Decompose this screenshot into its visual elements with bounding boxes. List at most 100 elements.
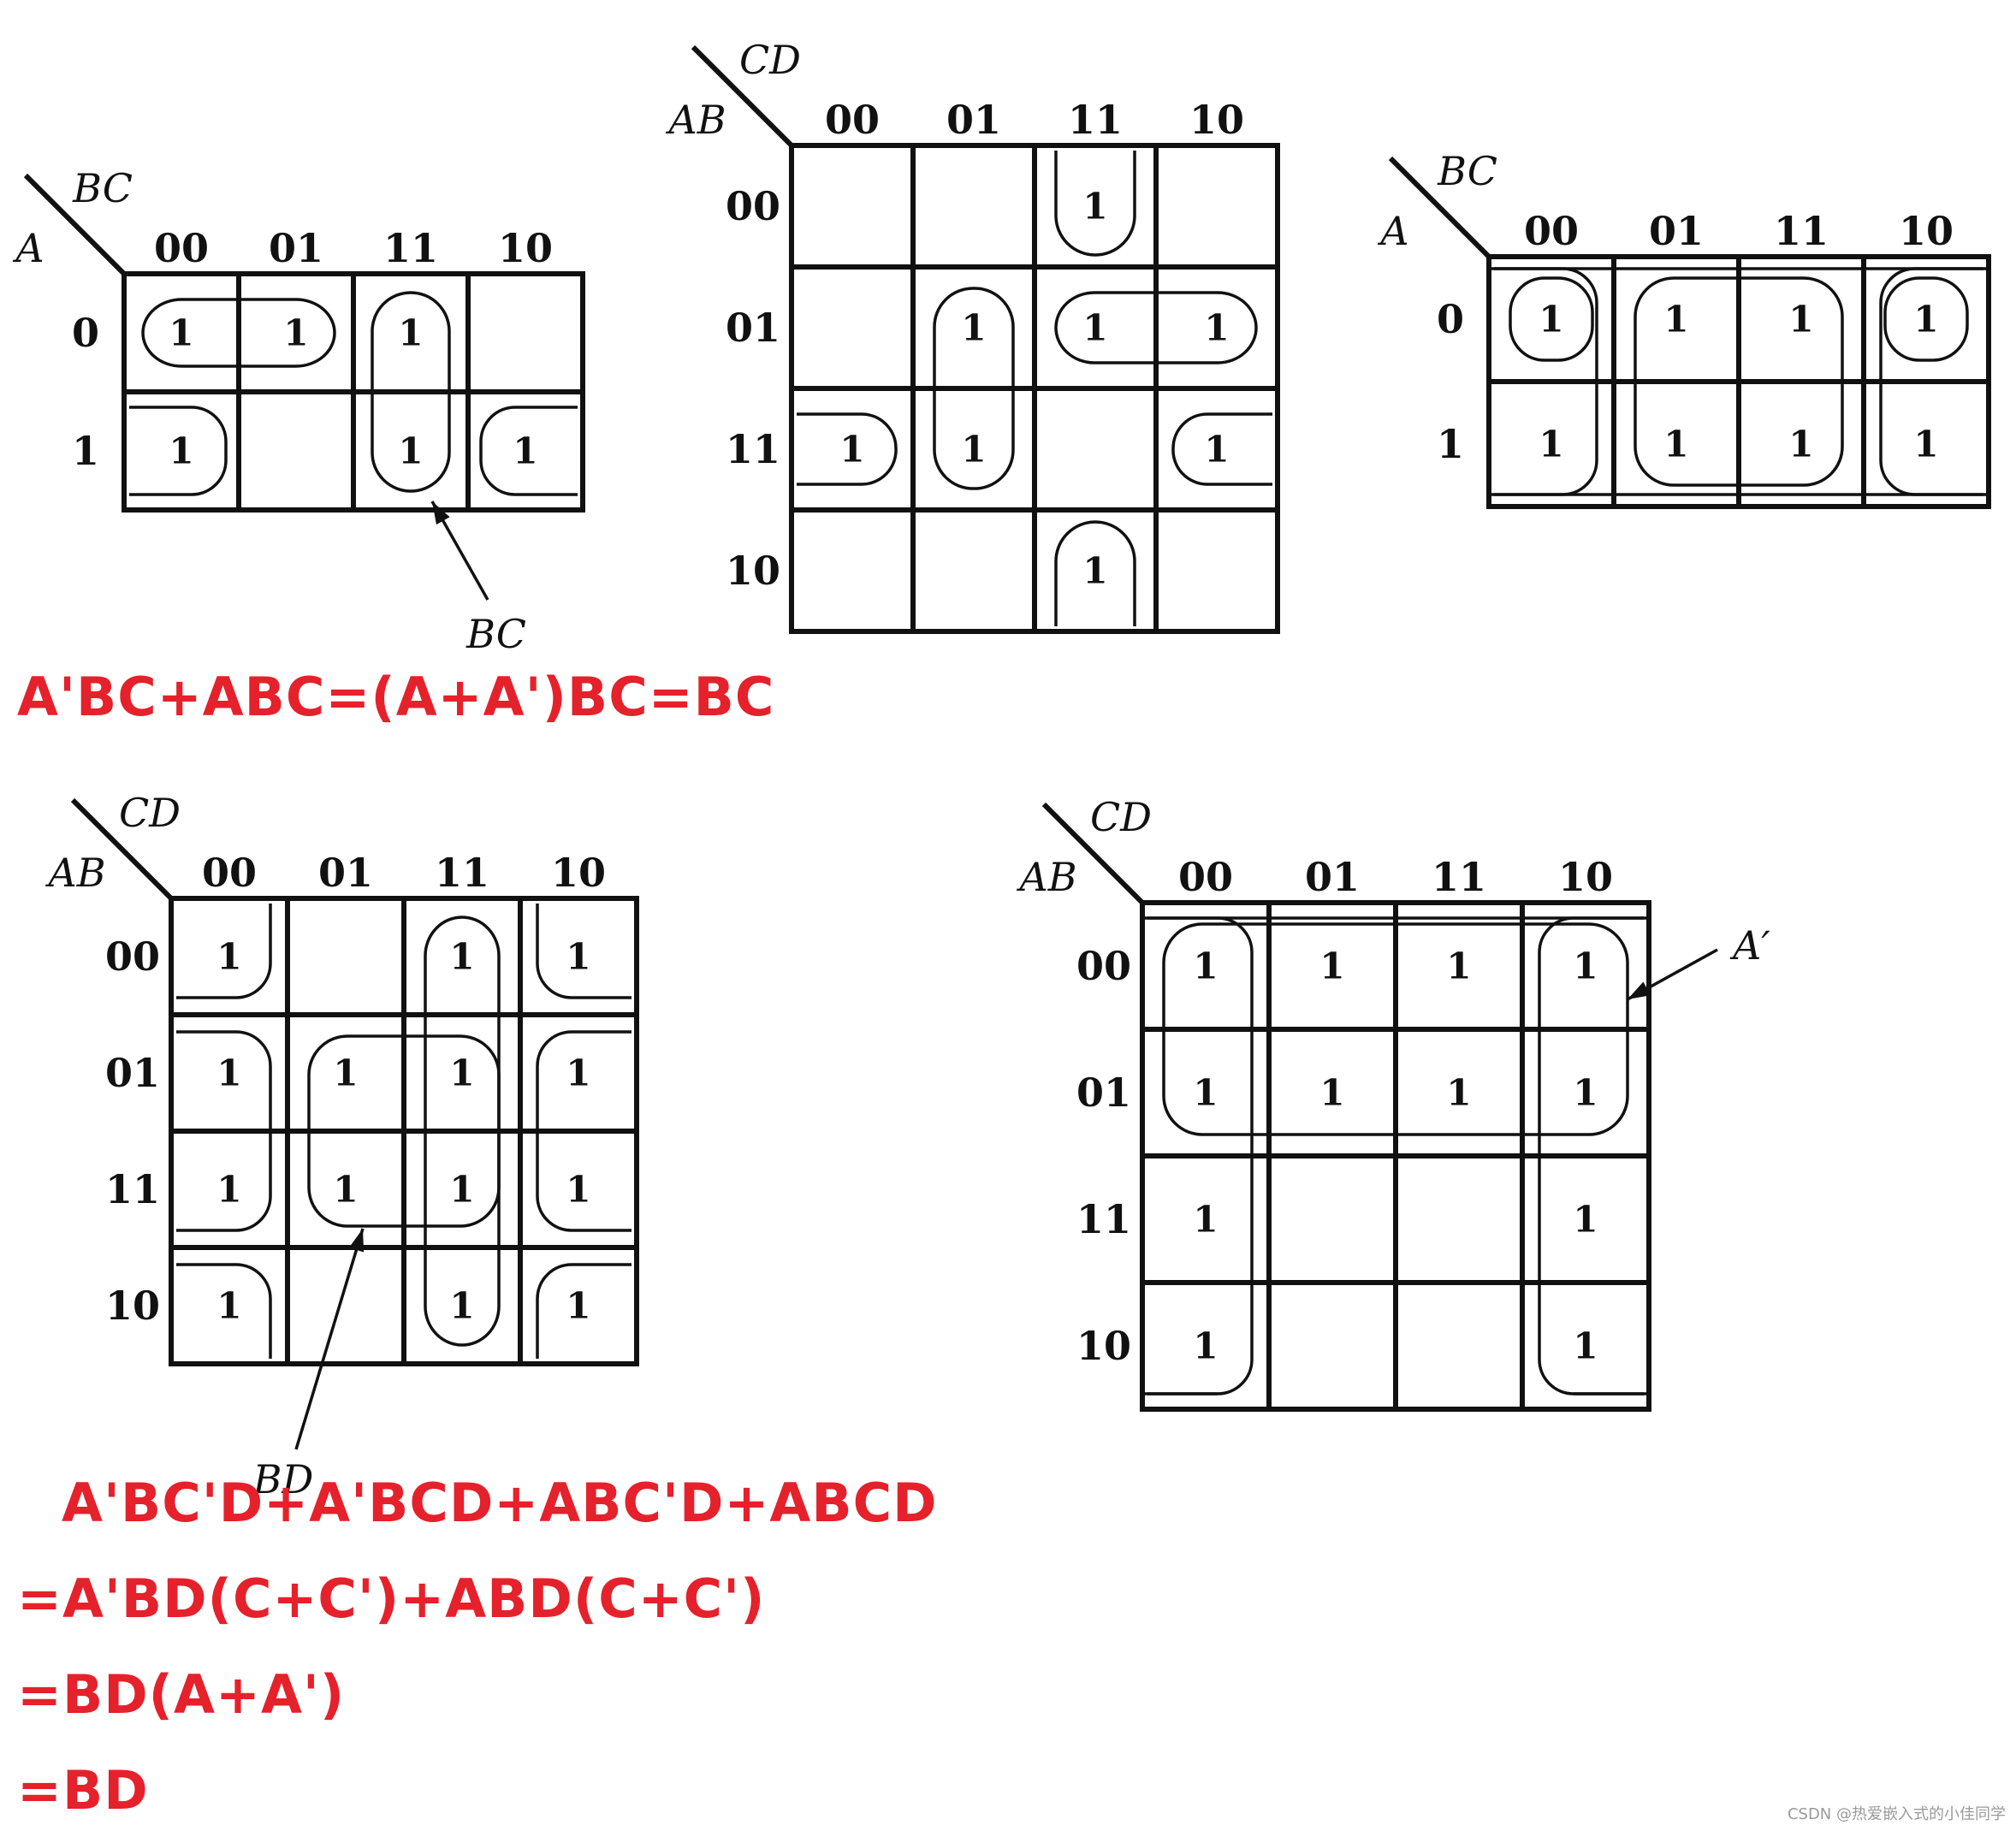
- cell-value: 1: [513, 430, 537, 472]
- cell-value: 1: [1204, 307, 1229, 349]
- cell-value: 1: [216, 1052, 241, 1094]
- column-header: 01: [318, 850, 373, 896]
- cell-value: 1: [1663, 299, 1688, 341]
- column-header: 10: [1899, 208, 1954, 254]
- column-header: 11: [383, 225, 438, 271]
- cell-value: 1: [1193, 945, 1218, 987]
- cell-value: 1: [1319, 1072, 1344, 1114]
- cell-value: 1: [398, 430, 423, 472]
- cell-value: 1: [216, 1285, 241, 1327]
- column-variables-label: BC: [1437, 148, 1497, 194]
- column-header: 10: [1558, 854, 1613, 900]
- annotation-a-prime-label: A′: [1729, 922, 1770, 969]
- corner-diagonal: [691, 44, 794, 148]
- group-cell-0-00: [1509, 276, 1594, 362]
- row-variables-label: A: [1377, 208, 1408, 254]
- row-header: 00: [726, 183, 780, 229]
- cell-value: 1: [961, 307, 986, 349]
- cell-value: 1: [283, 312, 308, 354]
- cell-value: 1: [169, 312, 193, 354]
- cell-value: 1: [566, 1285, 590, 1327]
- cell-value: 1: [566, 1169, 590, 1211]
- group-col00-wrap: [1147, 916, 1254, 1395]
- row-header: 00: [105, 933, 160, 980]
- groupings: [797, 151, 1272, 626]
- watermark: CSDN @热爱嵌入式的小佳同学: [1787, 1805, 2006, 1823]
- equation-bd-line2: =A'BD(C+C')+ABD(C+C'): [17, 1567, 766, 1630]
- group-corner-tl: [176, 904, 272, 999]
- row-header: 10: [1076, 1323, 1131, 1369]
- cell-value: 1: [1193, 1325, 1218, 1367]
- column-variables-label: CD: [119, 790, 181, 836]
- annotation-bd-label: BD: [252, 1456, 314, 1502]
- row-header: 11: [726, 426, 780, 472]
- group-row01-cols11-10: [1054, 291, 1258, 364]
- group-a-prime: [1162, 922, 1629, 1136]
- group-corner-tr: [536, 904, 631, 999]
- group-middle-columns: [1634, 276, 1844, 487]
- equation-bc: A'BC+ABC=(A+A')BC=BC: [17, 666, 775, 728]
- cell-value: 1: [449, 1052, 474, 1094]
- cell-value: 1: [1193, 1072, 1218, 1114]
- row-header: 01: [726, 305, 780, 351]
- row-header: 00: [1076, 943, 1131, 989]
- column-header: 10: [551, 850, 606, 896]
- cell-value: 1: [1573, 1325, 1598, 1367]
- column-header: 00: [154, 225, 209, 271]
- group-col10-wrap: [1879, 267, 1983, 496]
- cell-value: 1: [1082, 186, 1107, 228]
- group-row11-left-wrap: [797, 412, 898, 486]
- equation-bd-line1: A'BC'D+A'BCD+ABC'D+ABCD: [62, 1472, 938, 1534]
- row-header: 11: [105, 1166, 160, 1212]
- cell-value: 1: [449, 1169, 474, 1211]
- group-bc-column: [371, 291, 451, 493]
- row-header: 01: [105, 1050, 160, 1096]
- cell-value: 1: [1913, 424, 1938, 465]
- column-header: 01: [1649, 208, 1704, 254]
- row-header: 0: [72, 310, 99, 356]
- column-header: 11: [1068, 97, 1123, 143]
- group-col10-wrap: [1538, 916, 1644, 1395]
- corner-diagonal: [1041, 802, 1145, 905]
- column-variables-label: CD: [739, 37, 801, 83]
- cell-value: 1: [1573, 945, 1598, 987]
- equation-bd-line4: =BD: [17, 1759, 149, 1822]
- cell-value: 1: [216, 1169, 241, 1211]
- column-variables-label: CD: [1090, 794, 1152, 840]
- group-top-wrap: [1054, 151, 1136, 257]
- column-header: 10: [498, 225, 553, 271]
- cell-value: 1: [839, 429, 864, 471]
- row-header: 1: [72, 428, 99, 474]
- row-header: 0: [1437, 296, 1464, 342]
- corner-diagonal: [23, 173, 127, 276]
- cell-value: 1: [1319, 945, 1344, 987]
- cell-value: 1: [1082, 550, 1107, 592]
- annotation-a-prime-arrow-arrowhead: [1628, 981, 1651, 999]
- cell-value: 1: [333, 1052, 358, 1094]
- column-header: 00: [1524, 208, 1579, 254]
- cell-value: 1: [216, 936, 241, 978]
- group-col01-rows01-11: [933, 287, 1015, 490]
- annotation-bc-arrow-arrowhead: [432, 501, 450, 525]
- corner-diagonal: [1388, 156, 1491, 259]
- corner-diagonal: [70, 797, 174, 901]
- column-header: 00: [202, 850, 257, 896]
- annotation-bd-arrow-arrowhead: [348, 1229, 365, 1253]
- row-variables-label: AB: [44, 850, 105, 896]
- group-mid-left-wrap: [176, 1030, 272, 1232]
- cell-value: 1: [1539, 299, 1563, 341]
- column-header: 00: [825, 97, 880, 143]
- cell-value: 1: [1539, 424, 1563, 465]
- group-row11-right-wrap: [1171, 412, 1272, 486]
- cell-value: 1: [566, 936, 590, 978]
- column-header: 01: [269, 225, 323, 271]
- group-bd: [307, 1034, 501, 1228]
- cell-value: 1: [1446, 945, 1471, 987]
